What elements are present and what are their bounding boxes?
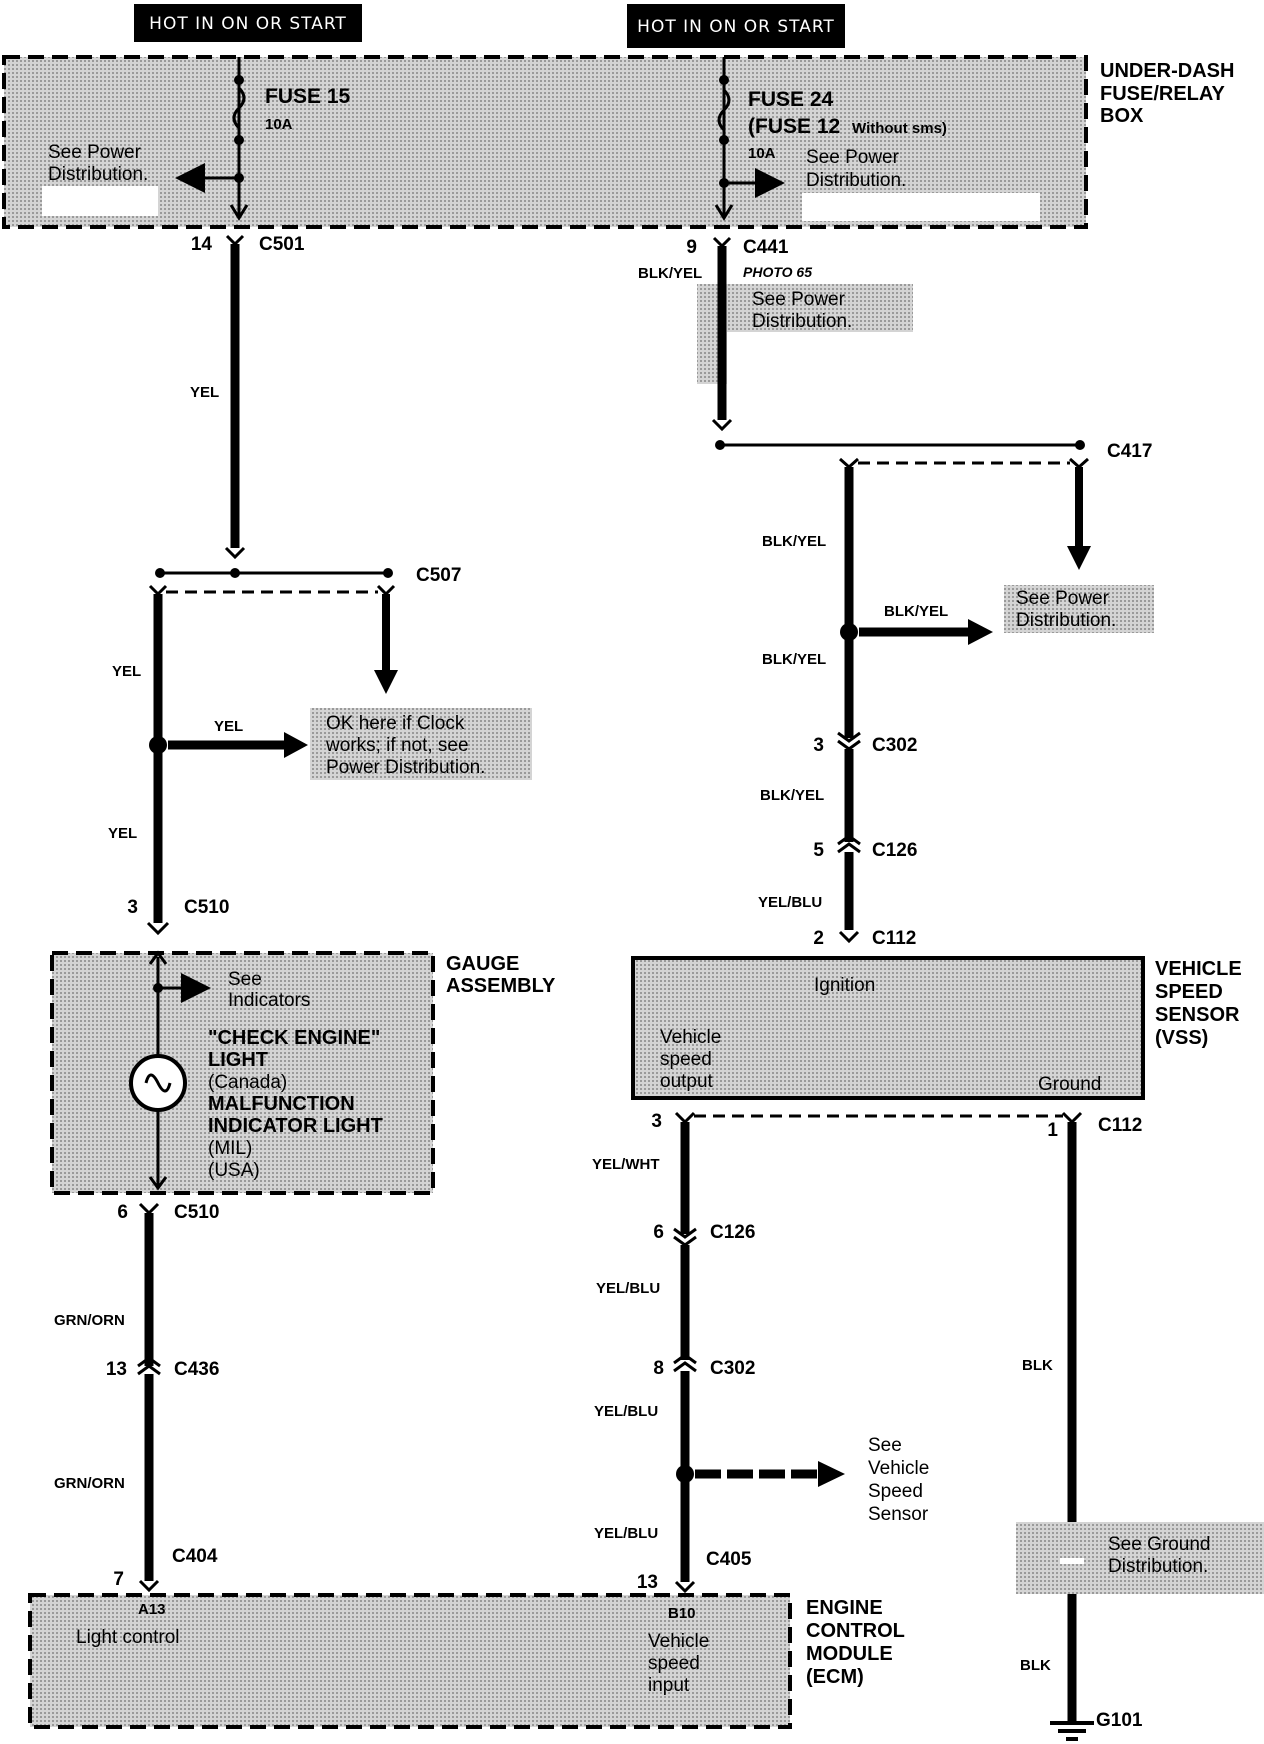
c510-top-label: C510	[184, 897, 229, 918]
c441-pin: 9	[686, 237, 697, 258]
ground-icon	[1050, 1721, 1094, 1741]
c501-pin: 14	[191, 234, 213, 255]
wire-yel-blu-2: YEL/BLU	[596, 1280, 660, 1297]
c302-bottom-pin: 8	[653, 1358, 664, 1379]
mil-label: "CHECK ENGINE" LIGHT (Canada) MALFUNCTIO…	[208, 1027, 388, 1181]
see-vss-note: See Vehicle Speed Sensor	[868, 1435, 935, 1525]
fuse-relay-box: UNDER-DASH FUSE/RELAY BOX FUSE 15 10A Se…	[2, 55, 1240, 229]
c112-top-label: C112	[872, 928, 916, 949]
fuse-12-label: (FUSE 12 Without sms)	[748, 115, 947, 138]
c126-bottom-pin: 6	[653, 1222, 664, 1243]
fuse-24-note: See Power Distribution.	[806, 147, 906, 191]
vss-title: VEHICLE SPEED SENSOR (VSS)	[1155, 958, 1247, 1049]
wire-yel-blu-4: YEL/BLU	[594, 1525, 658, 1542]
ecm-pin-a13: A13	[138, 1601, 166, 1618]
fuse-box-title: UNDER-DASH FUSE/RELAY BOX	[1100, 60, 1240, 127]
c417-power-note: See Power Distribution.	[1016, 588, 1116, 631]
ecm-title: ENGINE CONTROL MODULE (ECM)	[806, 1597, 910, 1688]
c405-label: C405	[706, 1549, 752, 1570]
fuse-15-icon	[232, 86, 246, 130]
c405-pin: 13	[637, 1572, 658, 1593]
g101-label: G101	[1096, 1710, 1143, 1731]
c441-photo: PHOTO 65	[743, 264, 812, 280]
engine-control-module: ENGINE CONTROL MODULE (ECM) A13 Light co…	[28, 1593, 910, 1729]
clock-note: OK here if Clock works; if not, see Powe…	[325, 713, 485, 778]
wire-yel-1: YEL	[190, 384, 219, 401]
vehicle-speed-sensor: VEHICLE SPEED SENSOR (VSS) Ignition Vehi…	[631, 956, 1247, 1100]
wire-blk-yel-2: BLK/YEL	[762, 533, 826, 550]
wire-yel-2: YEL	[112, 663, 141, 680]
fuse-15-label: FUSE 15	[265, 85, 351, 108]
see-indicators-note: See Indicators	[228, 969, 310, 1011]
wire-blk-yel-1: BLK/YEL	[638, 265, 702, 282]
c112-top-pin: 2	[813, 928, 824, 949]
svg-text:HOT IN ON OR START: HOT IN ON OR START	[149, 14, 347, 34]
wire-blk-yel-5: BLK/YEL	[760, 787, 824, 804]
ecm-pin-b10: B10	[668, 1605, 696, 1622]
wire-yel-3: YEL	[214, 718, 243, 735]
c126-top-pin: 5	[813, 840, 824, 861]
c112-bottom-label: C112	[1098, 1115, 1142, 1136]
fuse-15-note: See Power Distribution.	[48, 142, 148, 185]
gauge-assembly-title: GAUGE ASSEMBLY	[446, 953, 556, 997]
left-circuit: 14 C501 YEL C507 YEL YEL YEL OK here if …	[108, 234, 532, 936]
c507-label: C507	[416, 565, 461, 586]
right-circuit: 9 C441 PHOTO 65 BLK/YEL See Power Distri…	[638, 236, 1154, 949]
left-lower-circuit: 6 C510 GRN/ORN 13 C436 GRN/ORN C404 7	[54, 1202, 219, 1593]
power-header-left: HOT IN ON OR START	[134, 4, 362, 42]
c302-top-pin: 3	[813, 735, 824, 756]
c404-pin: 7	[113, 1569, 124, 1590]
power-header-right: HOT IN ON OR START	[627, 4, 845, 48]
right-lower-circuit: 3 1 C112 YEL/WHT 6 C126 YEL/BLU 8 C302 Y…	[592, 1111, 1264, 1741]
wire-blk-2: BLK	[1020, 1657, 1051, 1674]
c302-bottom-label: C302	[710, 1358, 755, 1379]
c436-label: C436	[174, 1359, 219, 1380]
c436-pin: 13	[106, 1359, 127, 1380]
ecm-light-control: Light control	[76, 1627, 180, 1648]
c417-label: C417	[1107, 441, 1152, 462]
wire-blk-yel-4: BLK/YEL	[762, 651, 826, 668]
gauge-assembly: GAUGE ASSEMBLY See Indicators "CHECK ENG…	[50, 950, 556, 1195]
fuse-24-icon	[717, 88, 731, 132]
svg-text:HOT IN ON OR START: HOT IN ON OR START	[637, 17, 835, 37]
wire-yel-4: YEL	[108, 825, 137, 842]
wire-grn-orn-2: GRN/ORN	[54, 1475, 125, 1492]
wire-yel-wht: YEL/WHT	[592, 1156, 660, 1173]
ground-distribution-note: See Ground Distribution.	[1108, 1534, 1216, 1577]
vss-ground-label: Ground	[1038, 1074, 1101, 1095]
c441-power-note: See Power Distribution.	[752, 289, 852, 332]
c126-bottom-label: C126	[710, 1222, 755, 1243]
fuse-15-rating: 10A	[265, 116, 293, 133]
fuse-24-label: FUSE 24	[748, 88, 834, 111]
fuse-24-rating: 10A	[748, 145, 776, 162]
wire-blk-yel-3: BLK/YEL	[884, 603, 948, 620]
c112-bottom-left-pin: 3	[651, 1111, 662, 1132]
vss-ignition-label: Ignition	[814, 975, 875, 996]
vss-output-label: Vehicle speed output	[660, 1027, 727, 1092]
wire-yel-blu-1: YEL/BLU	[758, 894, 822, 911]
c501-label: C501	[259, 234, 305, 255]
wire-blk-1: BLK	[1022, 1357, 1053, 1374]
wire-grn-orn-1: GRN/ORN	[54, 1312, 125, 1329]
ecm-vehicle-speed-input: Vehicle speed input	[648, 1631, 715, 1696]
c441-label: C441	[743, 237, 789, 258]
c126-top-label: C126	[872, 840, 917, 861]
c510-bottom-pin: 6	[117, 1202, 128, 1223]
c302-top-label: C302	[872, 735, 917, 756]
wire-yel-blu-3: YEL/BLU	[594, 1403, 658, 1420]
c510-bottom-label: C510	[174, 1202, 219, 1223]
c112-bottom-right-pin: 1	[1047, 1120, 1058, 1141]
c510-top-pin: 3	[127, 897, 138, 918]
c404-label: C404	[172, 1546, 218, 1567]
